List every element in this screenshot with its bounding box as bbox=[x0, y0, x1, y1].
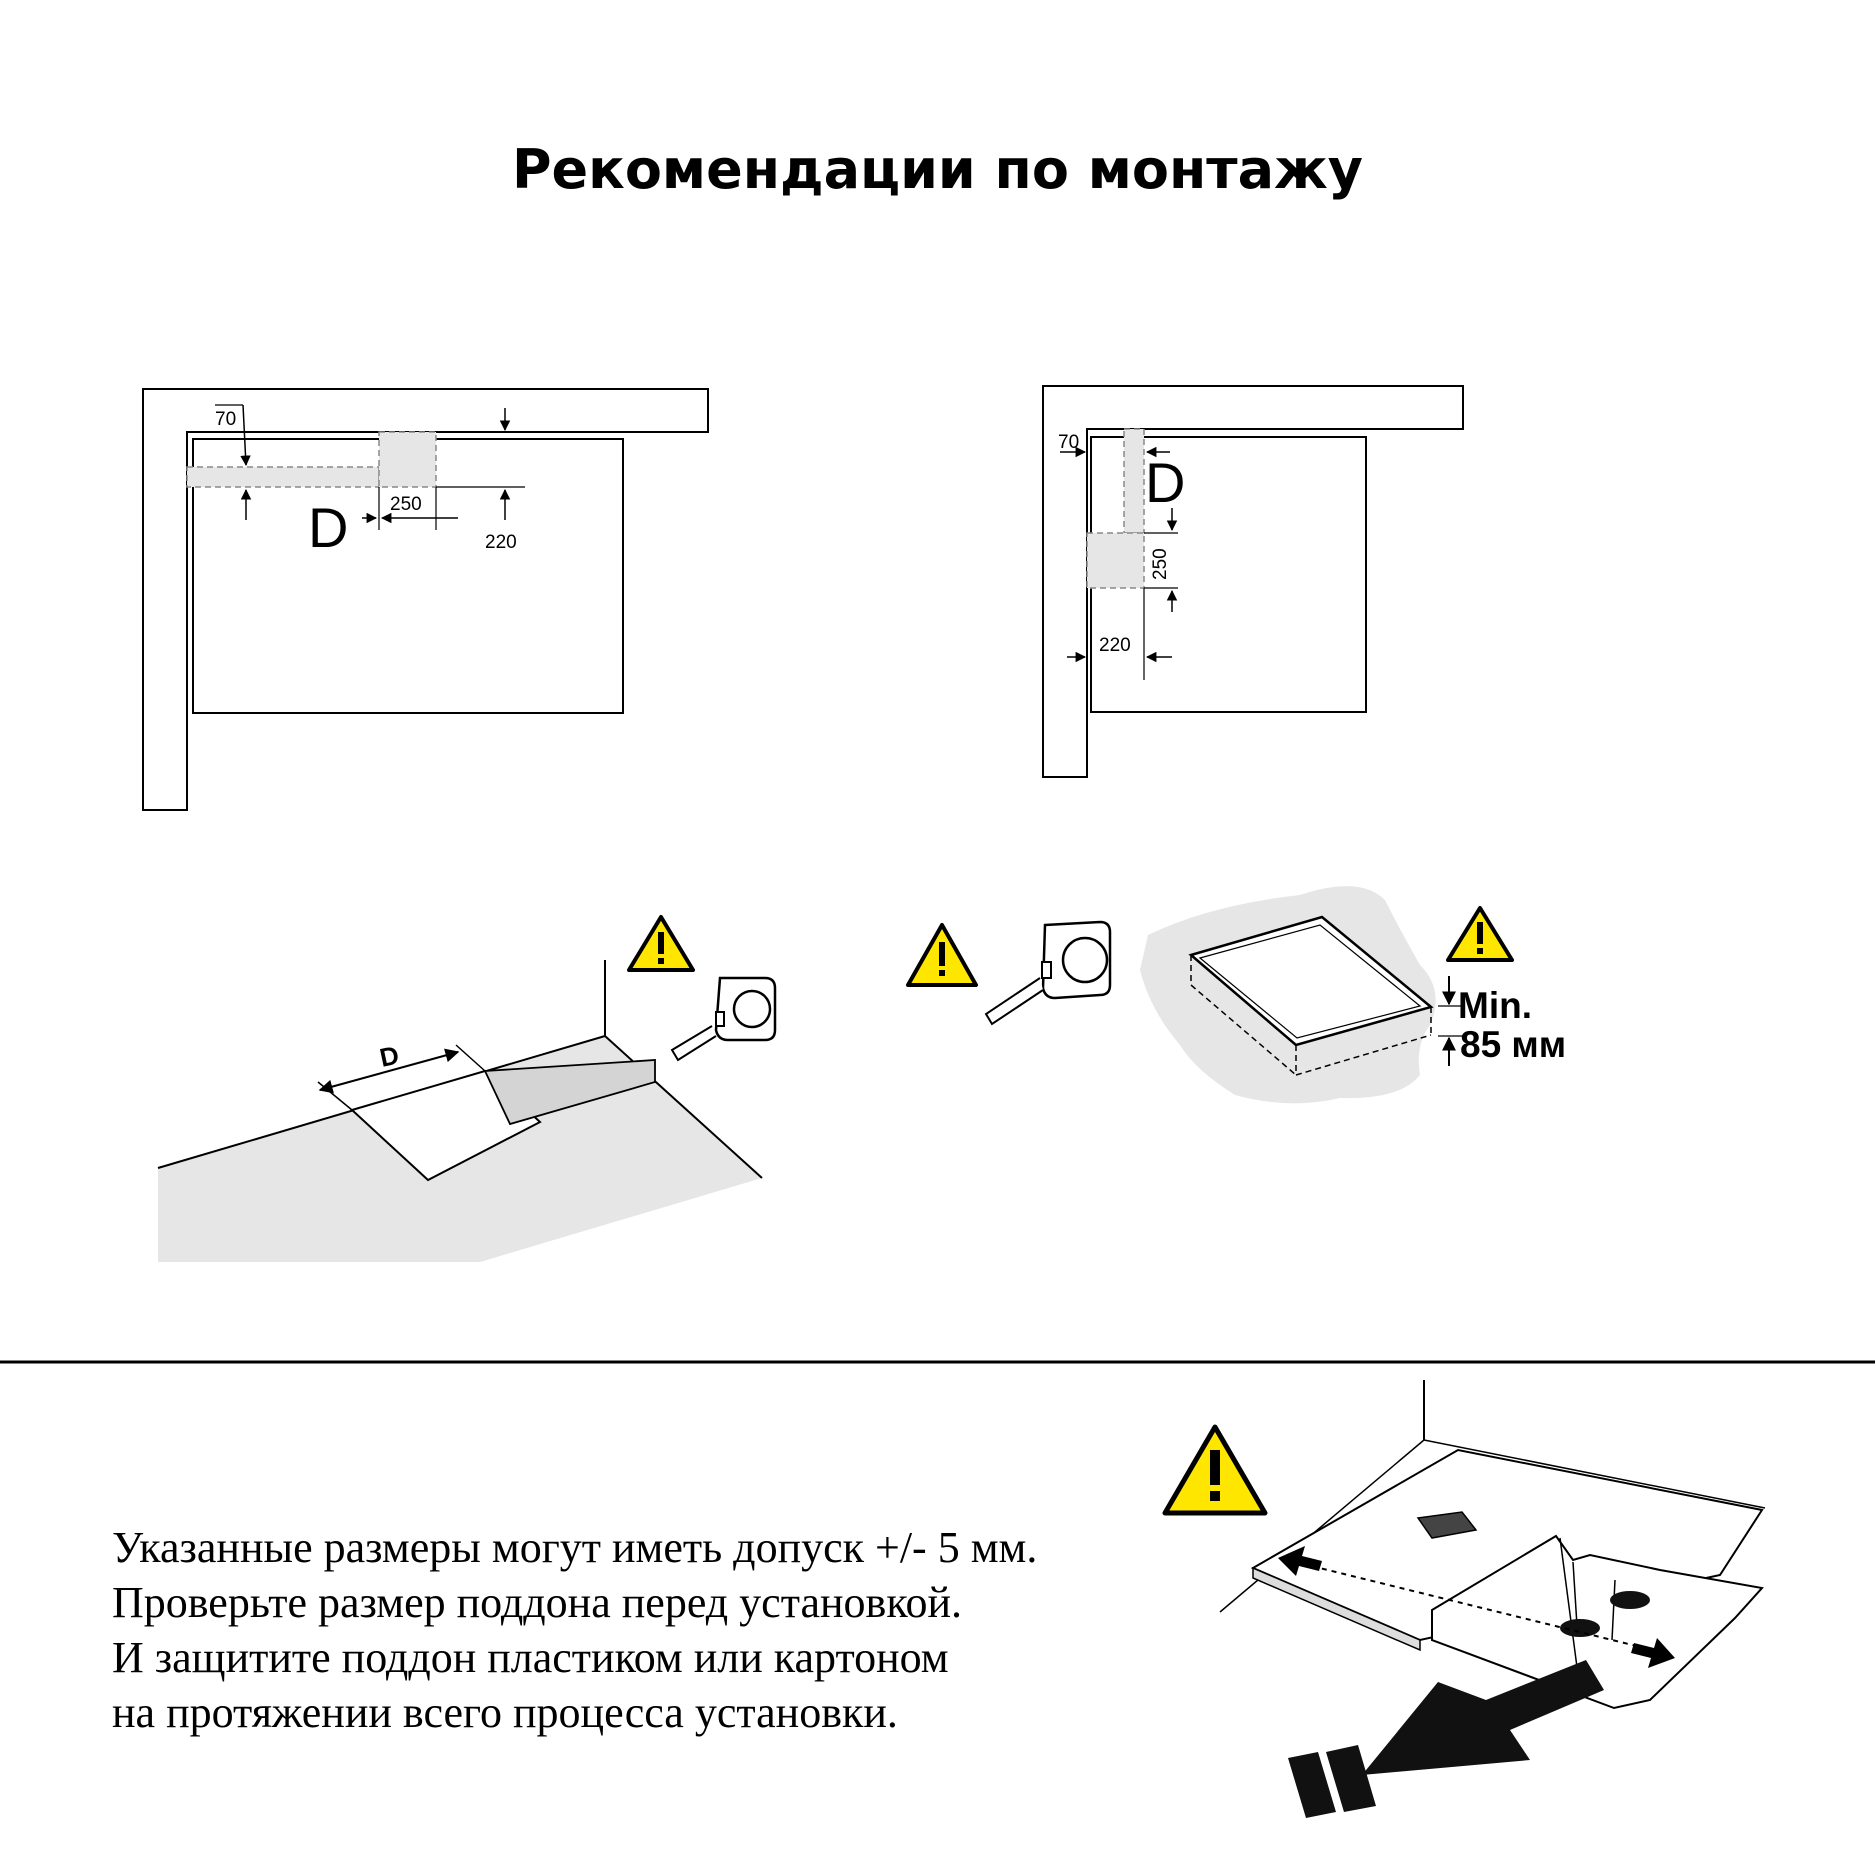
dimension-250: 250 bbox=[390, 494, 422, 515]
drain-grate bbox=[1416, 1511, 1478, 1539]
big-arrow-icon bbox=[1362, 1660, 1604, 1775]
warning-icon bbox=[906, 923, 978, 987]
protect-tray-illustration bbox=[1219, 1380, 1766, 1818]
arrow-right-icon bbox=[1631, 1638, 1675, 1668]
min-depth-label: Min. bbox=[1458, 985, 1532, 1026]
drain-box bbox=[378, 431, 437, 488]
niche-depth-diagram: Min. 85 мм bbox=[1140, 886, 1566, 1104]
dimension-220: 220 bbox=[1099, 635, 1131, 656]
tape-measure-icon bbox=[670, 976, 777, 1062]
warning-icon bbox=[1446, 906, 1514, 962]
wall-outline bbox=[142, 388, 709, 811]
floor-recess-diagram: D bbox=[157, 960, 763, 1262]
drain-channel bbox=[186, 466, 380, 488]
note-line: И защитите поддон пластиком или картоном bbox=[112, 1633, 949, 1682]
distance-d-label: D bbox=[1145, 451, 1185, 514]
drain-channel bbox=[1123, 428, 1145, 534]
arrow-stripe bbox=[1326, 1745, 1376, 1812]
plan-right-diagram: 70 220 250 D bbox=[1042, 385, 1464, 778]
plan-left-diagram: 70 250 220 D bbox=[142, 388, 709, 811]
dimension-70: 70 bbox=[215, 409, 236, 430]
foot-icon bbox=[1610, 1591, 1650, 1609]
wall-outline bbox=[1042, 385, 1464, 778]
warning-icon bbox=[627, 915, 695, 972]
min-depth-value: 85 мм bbox=[1460, 1024, 1566, 1065]
dimension-70: 70 bbox=[1058, 432, 1079, 453]
distance-d-label: D bbox=[377, 1040, 402, 1073]
arrow-left-icon bbox=[1278, 1546, 1322, 1576]
channel-block bbox=[483, 1059, 656, 1126]
note-line: Проверьте размер поддона перед установко… bbox=[112, 1578, 963, 1627]
note-line: на протяжении всего процесса установки. bbox=[112, 1688, 898, 1737]
note-line: Указанные размеры могут иметь допуск +/-… bbox=[112, 1523, 1038, 1572]
dimension-220: 220 bbox=[485, 532, 517, 553]
page-title: Рекомендации по монтажу bbox=[511, 138, 1363, 201]
foot-icon bbox=[1560, 1619, 1600, 1637]
distance-d-label: D bbox=[308, 496, 348, 559]
tape-measure-icon bbox=[984, 920, 1112, 1026]
drain-box bbox=[1086, 532, 1145, 589]
dimension-250: 250 bbox=[1150, 548, 1171, 580]
warning-icon bbox=[1162, 1424, 1268, 1516]
arrow-stripe bbox=[1288, 1752, 1336, 1818]
installation-notes: Указанные размеры могут иметь допуск +/-… bbox=[112, 1520, 1192, 1740]
